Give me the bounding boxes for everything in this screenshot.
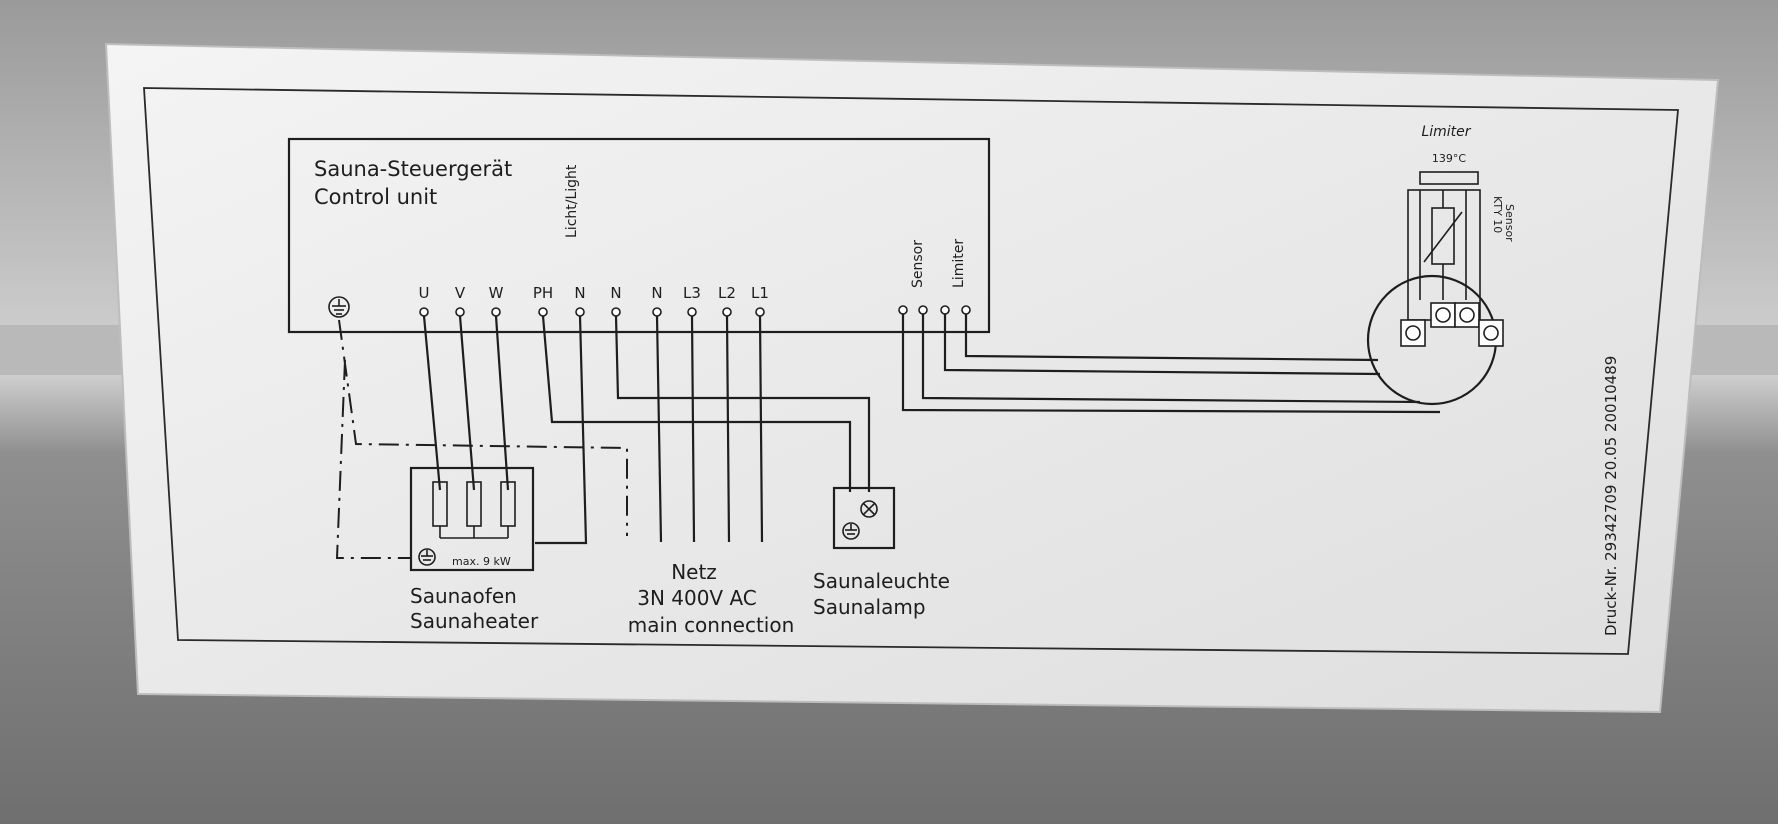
terminal-point-limiter-b	[961, 305, 971, 315]
lamp-icon	[860, 500, 878, 518]
wire-w	[494, 315, 510, 491]
wire-l2-mains	[725, 315, 731, 543]
wire-n-heater	[535, 315, 588, 545]
terminal-point-v	[455, 307, 465, 317]
terminal-point-sensor-b	[918, 305, 928, 315]
control-unit-title-en: Control unit	[314, 185, 437, 209]
heater-ground-icon	[418, 548, 436, 566]
terminal-point-l2	[722, 307, 732, 317]
limiter-title: Limiter	[1421, 124, 1471, 140]
terminal-point-n2	[611, 307, 621, 317]
limiter-temperature: 139°C	[1432, 152, 1466, 165]
print-info: Druck-Nr. 29342709 20.05 20010489	[1602, 356, 1620, 636]
wire-limiter-a	[943, 314, 1381, 376]
terminal-label-n3: N	[651, 284, 662, 302]
terminal-point-ph	[538, 307, 548, 317]
terminal-label-l2: L2	[718, 284, 736, 302]
heater-label-de: Saunaofen	[410, 584, 517, 608]
wire-u	[422, 315, 442, 491]
wire-l1-mains	[758, 315, 764, 543]
light-terminal-label: Licht/Light	[564, 164, 580, 238]
lamp-box	[832, 486, 896, 550]
wire-n-lamp	[614, 315, 871, 492]
terminal-point-n1	[575, 307, 585, 317]
control-unit-title-de: Sauna-Steuergerät	[314, 157, 512, 181]
terminal-point-l1	[755, 307, 765, 317]
terminal-label-l3: L3	[683, 284, 701, 302]
sensor-leads	[1419, 190, 1467, 300]
control-unit-box	[287, 137, 991, 334]
terminal-label-w: W	[489, 284, 504, 302]
wire-v	[458, 315, 476, 491]
terminal-points	[419, 305, 971, 317]
lamp-label-en: Saunalamp	[813, 595, 926, 619]
terminal-point-n3	[652, 307, 662, 317]
terminal-label-v: V	[455, 284, 466, 302]
terminal-point-limiter-a	[940, 305, 950, 315]
diagram-frame	[143, 87, 1679, 655]
limiter-terminal-label: Limiter	[951, 239, 967, 288]
wire-ph-lamp	[541, 315, 852, 492]
paper-sheet	[104, 42, 1720, 714]
wire-l3-mains	[690, 315, 696, 543]
sensor-terminal-label: Sensor	[910, 240, 926, 288]
wire-n-mains	[655, 315, 663, 543]
lamp-label-de: Saunaleuchte	[813, 569, 950, 593]
wire-limiter-b	[964, 314, 1379, 362]
terminal-label-l1: L1	[751, 284, 769, 302]
heater-rating: max. 9 kW	[452, 555, 511, 568]
lamp-ground-icon	[842, 522, 860, 540]
terminal-point-u	[419, 307, 429, 317]
wire-sensor-a	[901, 314, 1441, 414]
wire-protective-earth	[335, 319, 628, 559]
heater-element-leads	[439, 526, 509, 539]
sensor-resistor-arrow	[1423, 211, 1463, 263]
heater-box	[409, 466, 535, 572]
heater-label-en: Saunaheater	[410, 609, 539, 633]
mains-label-de: Netz	[671, 560, 717, 584]
terminal-label-n2: N	[610, 284, 621, 302]
terminal-label-ph: PH	[533, 284, 553, 302]
terminal-point-w	[491, 307, 501, 317]
sensor-type-label: KTY 10	[1491, 196, 1504, 233]
mains-spec: 3N 400V AC	[637, 586, 757, 610]
terminal-point-sensor-a	[898, 305, 908, 315]
mains-label-en: main connection	[628, 613, 795, 637]
ground-terminal-icon	[328, 296, 350, 318]
wire-sensor-b	[921, 314, 1421, 404]
limiter-fuse	[1419, 171, 1479, 185]
terminal-point-l3	[687, 307, 697, 317]
terminal-label-n1: N	[574, 284, 585, 302]
sensor-terminal-block	[1400, 302, 1504, 347]
sensor-unit-label: Sensor	[1503, 204, 1516, 242]
terminal-label-u: U	[419, 284, 430, 302]
